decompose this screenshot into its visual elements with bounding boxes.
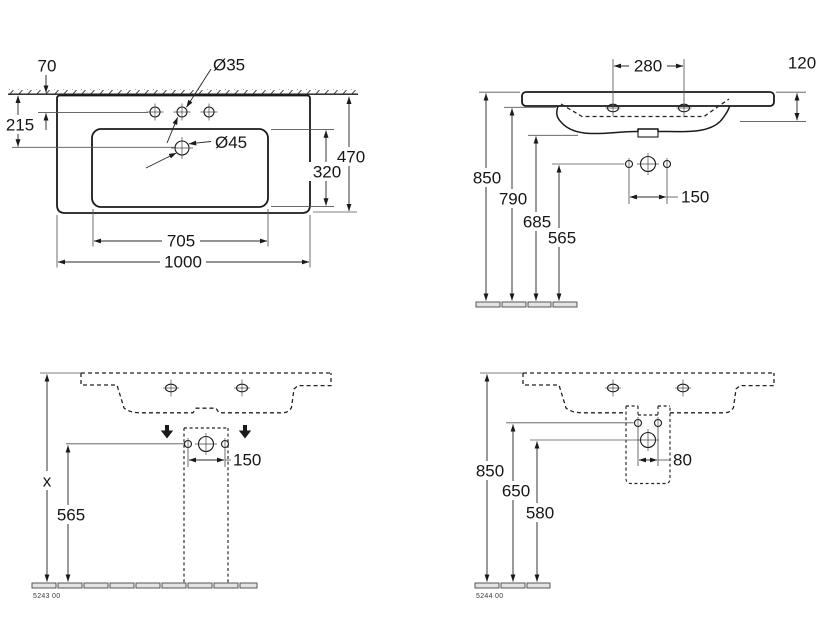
product-code-siphon: 5244 00 (476, 593, 503, 600)
drain-outlet-box (637, 128, 659, 138)
tap-hole-center (173, 103, 191, 121)
dimension-fixing-centres: 150 (628, 169, 709, 207)
dimension-rim-height: 850 (469, 91, 520, 301)
svg-text:470: 470 (337, 148, 365, 167)
floor-line-front (475, 301, 578, 308)
dimension-rim-height-variable: x (39, 372, 81, 582)
tap-hole-left (146, 103, 164, 121)
hidden-bowl-contour (560, 98, 730, 118)
tap-diameter-label: Ø35 (213, 56, 245, 75)
dimension-tap-centres: 280 (612, 57, 685, 101)
svg-text:850: 850 (476, 462, 504, 481)
front-elevation-view: 280 120 850 790 685 (469, 54, 816, 308)
svg-text:1000: 1000 (164, 253, 202, 272)
basin-outline (56, 94, 311, 214)
svg-text:320: 320 (313, 163, 341, 182)
dimension-fixing-centres: 80 (637, 427, 692, 470)
svg-text:280: 280 (634, 57, 662, 76)
dimension-overall-depth: 470 (313, 96, 370, 213)
svg-text:x: x (43, 472, 52, 491)
drain-diameter-leader-2 (145, 152, 177, 169)
basin-silhouette-dashed (522, 372, 775, 414)
pedestal-elevation-view: x 565 150 5243 00 (31, 372, 332, 600)
bowl-outline (91, 128, 269, 208)
svg-text:685: 685 (523, 213, 551, 232)
fixing-hole-right (234, 379, 250, 397)
tap-hole-right (200, 103, 218, 121)
dimension-fixing-height: 650 (498, 422, 634, 582)
product-code-pedestal: 5243 00 (33, 593, 60, 600)
svg-text:790: 790 (499, 190, 527, 209)
svg-text:705: 705 (167, 232, 195, 251)
svg-text:580: 580 (526, 504, 554, 523)
dimension-fixing-centres: 150 (187, 449, 261, 470)
svg-text:215: 215 (6, 116, 34, 135)
mounting-arrow-left (160, 425, 174, 439)
svg-text:565: 565 (57, 506, 85, 525)
plan-view: Ø35 Ø45 70 215 470 (3, 56, 370, 272)
svg-text:120: 120 (788, 54, 816, 73)
tap-diameter-leader (186, 68, 212, 108)
drain-diameter-leader (188, 140, 212, 146)
fixing-hole-left (605, 99, 621, 117)
dimension-drain-height: 580 (522, 439, 640, 582)
wall-hatch (8, 89, 358, 94)
dimension-rim-height: 850 (472, 372, 523, 582)
drain-fitting-group (624, 153, 672, 175)
dimension-bowl-depth: 320 (271, 128, 346, 207)
basin-silhouette-dashed (80, 372, 332, 414)
svg-text:150: 150 (233, 451, 261, 470)
drain-hole (171, 137, 193, 159)
tap-diameter-leader-2 (166, 117, 179, 144)
dimension-bowl-width: 705 (92, 209, 269, 251)
dimension-wall-to-drain: 215 (3, 95, 176, 148)
floor-line-pedestal (31, 582, 258, 589)
dimension-drain-height: 565 (53, 443, 184, 582)
svg-text:70: 70 (38, 57, 57, 76)
dimension-overall-width: 1000 (56, 215, 311, 272)
fixing-hole-left (163, 379, 179, 397)
floor-line-siphon (474, 582, 551, 589)
pedestal-outline-dashed (183, 427, 229, 583)
dimension-wall-to-taps: 70 (38, 57, 148, 130)
fixing-hole-left (605, 379, 621, 397)
drain-fitting-group (183, 433, 230, 455)
siphon-cover-elevation-view: 850 650 580 80 5244 00 (472, 372, 775, 600)
siphon-cover-outline-dashed (625, 405, 671, 485)
dimension-rear-underside-height: 790 (495, 106, 556, 301)
mounting-arrow-right (238, 425, 252, 439)
dimension-underside-height: 685 (519, 134, 578, 301)
dimension-drain-height: 565 (544, 163, 625, 301)
basin-rim-outline (521, 91, 775, 107)
svg-text:565: 565 (548, 229, 576, 248)
svg-text:850: 850 (473, 169, 501, 188)
svg-text:150: 150 (681, 188, 709, 207)
fixing-hole-right (676, 99, 692, 117)
fixing-hole-right (675, 379, 691, 397)
drain-diameter-label: Ø45 (215, 133, 247, 152)
svg-text:80: 80 (673, 451, 692, 470)
svg-text:650: 650 (502, 482, 530, 501)
drain-fitting-group (633, 417, 663, 451)
dimension-front-edge-height: 120 (740, 54, 816, 122)
